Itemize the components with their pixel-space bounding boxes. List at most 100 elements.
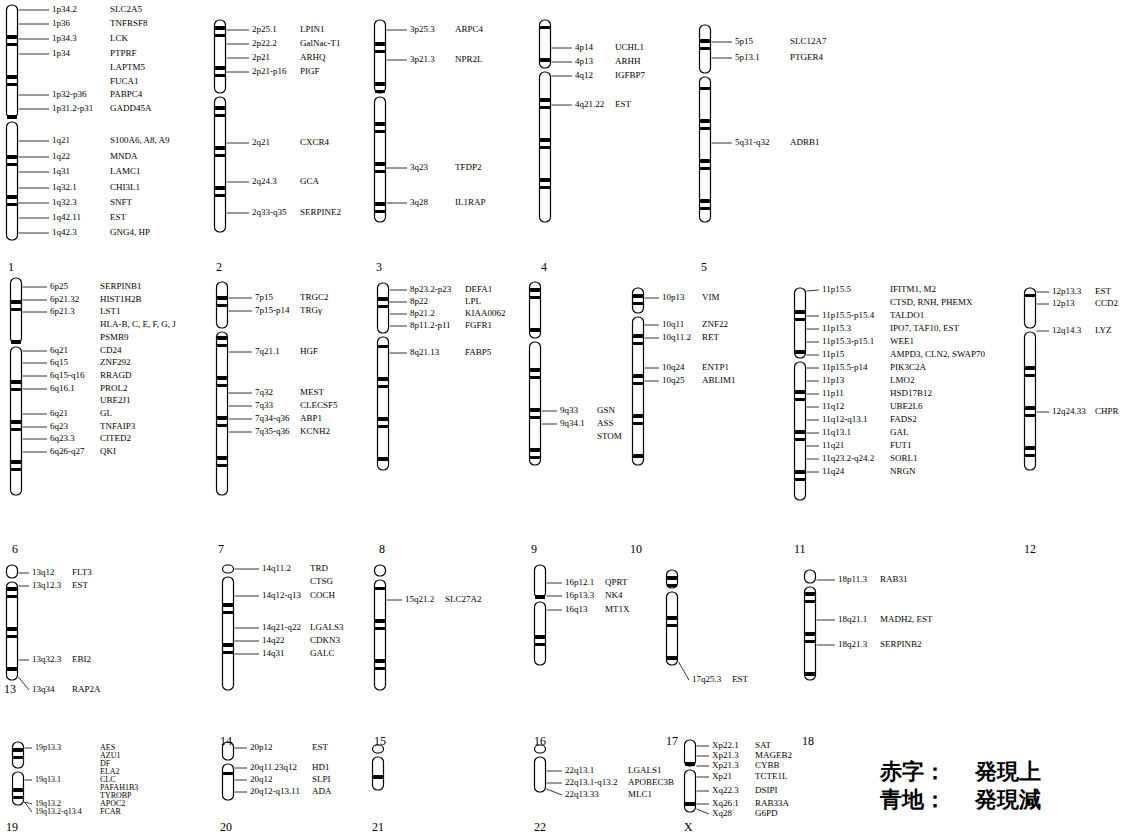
leader-line [697, 809, 710, 814]
gene-label: EBI2 [72, 655, 91, 665]
leader-line [712, 58, 733, 59]
band-label: 1q22 [52, 152, 70, 162]
gene-label: QKI [100, 447, 116, 457]
dark-band [1025, 294, 1035, 297]
chromosome-number: 8 [379, 543, 385, 556]
gene-label: LYZ [1095, 326, 1112, 336]
leader-lines [19, 10, 1050, 814]
gene-label: GAL [890, 428, 909, 438]
band-label: 8p22 [410, 297, 428, 307]
leader-line [235, 596, 260, 597]
gene-label: TNFAIP3 [100, 422, 135, 432]
dark-band [217, 416, 227, 420]
gene-label: FLT3 [72, 568, 92, 578]
chromosome-number: 3 [376, 261, 382, 274]
band-label: 4q12 [575, 71, 593, 81]
chromosome-arm [378, 337, 389, 470]
dark-band [217, 344, 227, 347]
band-label: 1p34.2 [52, 5, 77, 15]
leader-line [227, 213, 250, 214]
band-label: 20p12 [250, 743, 273, 753]
dark-band [378, 417, 388, 421]
leader-line [807, 329, 820, 330]
leader-line [807, 433, 820, 434]
leader-line [547, 610, 563, 611]
band-label: 2q24.3 [252, 177, 277, 187]
gene-label: ASS [597, 419, 614, 429]
band-label: 14q22 [262, 636, 285, 646]
dark-band [700, 159, 710, 163]
dark-band [633, 334, 643, 338]
gene-label: MADH2, EST [880, 615, 933, 625]
band-label: 16q13 [565, 605, 588, 615]
chromosome-arm [375, 565, 386, 576]
band-label: 19p13.3 [35, 744, 61, 753]
leader-line [23, 351, 48, 352]
chromosome-number: 11 [794, 543, 806, 556]
dark-band [217, 456, 227, 460]
band-label: 2p21 [252, 53, 270, 63]
band-label: 11q12 [822, 402, 844, 412]
dark-band [375, 90, 385, 93]
gene-label: ABP1 [300, 414, 322, 424]
leader-line [19, 586, 30, 587]
chromosome-arm [11, 278, 22, 343]
leader-line [23, 389, 48, 390]
gene-label: TRGC2 [300, 293, 329, 303]
dark-band [215, 66, 225, 70]
leader-line [697, 791, 710, 792]
chromosome-number: 20 [220, 821, 232, 834]
dark-band [530, 448, 540, 452]
band-label: 9q33 [560, 406, 578, 416]
gene-label: CCD2 [1095, 299, 1118, 309]
chromosome-arm [7, 565, 18, 578]
dark-band [700, 199, 710, 203]
chromosome-number: 5 [701, 261, 707, 274]
band-label: 3q28 [410, 198, 428, 208]
gene-label: CYBB [755, 761, 780, 771]
gene-label: GNG4, HP [110, 228, 150, 238]
leader-line [390, 302, 408, 303]
gene-label: ZNF22 [702, 320, 728, 330]
dark-band [540, 178, 550, 182]
leader-line [227, 72, 250, 73]
chromosome-arm [633, 288, 644, 313]
band-label: 18q21.1 [838, 615, 867, 625]
gene-label: TNFRSF8 [110, 19, 148, 29]
dark-band [215, 154, 225, 157]
band-label: 5q31-q32 [735, 138, 770, 148]
chromosome-number: 6 [12, 543, 18, 556]
leader-line [227, 44, 250, 45]
leader-line [235, 792, 248, 793]
band-label: 3p21.3 [410, 55, 435, 65]
gene-label: EST [615, 100, 631, 110]
dark-band [373, 775, 383, 779]
band-label: 6q23.3 [50, 434, 75, 444]
dark-band [667, 576, 677, 580]
dark-band [633, 302, 643, 305]
dark-band [7, 667, 17, 671]
dark-band [7, 115, 17, 119]
band-label: 4q21.22 [575, 100, 604, 110]
gene-label: VIM [702, 293, 720, 303]
gene-label: SERPINE2 [300, 208, 341, 218]
gene-label: TRD [310, 564, 328, 574]
dark-band [633, 422, 643, 425]
band-label: 12p13.3 [1052, 287, 1081, 297]
leader-line [807, 290, 820, 291]
dark-band [11, 420, 21, 424]
band-label: 2p21-p16 [252, 67, 287, 77]
dark-band [540, 106, 550, 109]
leader-line [547, 583, 563, 584]
dark-band [375, 210, 385, 213]
band-label: 3p25.3 [410, 25, 435, 35]
leader-line [235, 748, 248, 749]
chromosome-arm [217, 282, 228, 328]
band-label: 1q42.11 [52, 213, 81, 223]
chromosome-arm [700, 25, 711, 73]
chromosome-arm [223, 565, 234, 573]
band-label: 22q13.1-q13.2 [565, 778, 618, 788]
band-label: 8p21.2 [410, 309, 435, 319]
